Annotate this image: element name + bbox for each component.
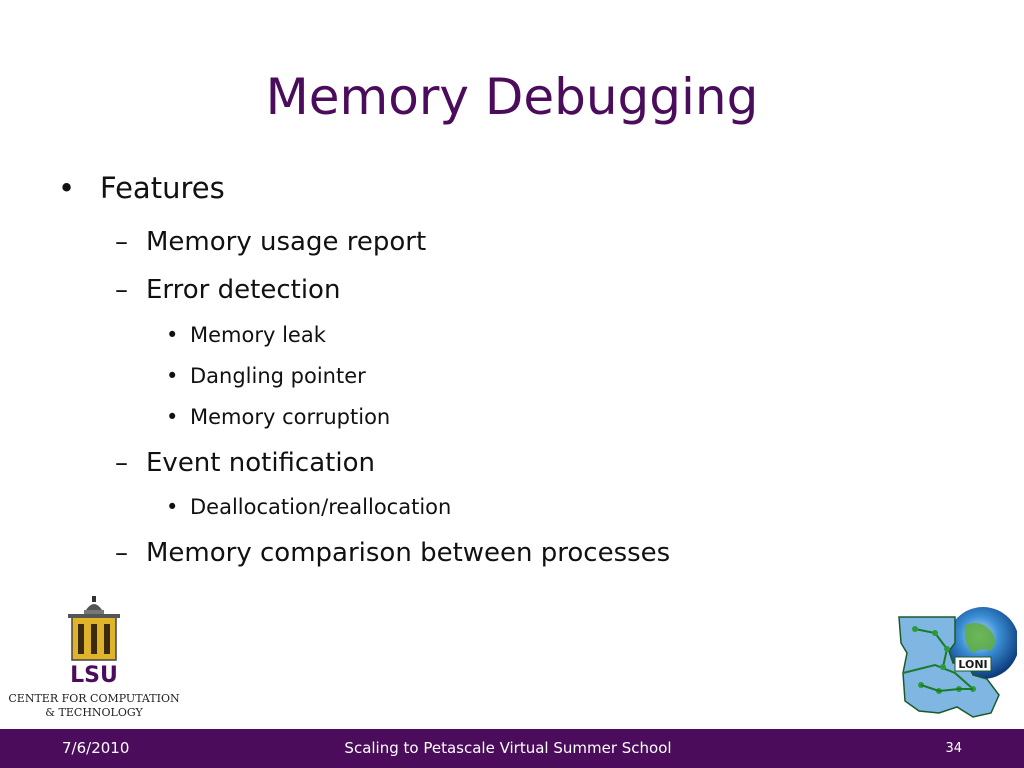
svg-text:LSU: LSU (70, 663, 118, 688)
bullet-dangling-pointer: Dangling pointer (190, 364, 366, 388)
loni-logo: LONI (895, 603, 1019, 723)
dash-marker: – (115, 275, 128, 305)
lsu-cct-line2: & TECHNOLOGY (45, 706, 143, 719)
footer-title: Scaling to Petascale Virtual Summer Scho… (344, 739, 672, 757)
bullet-memory-comparison: Memory comparison between processes (146, 538, 671, 568)
lsu-cct-line1: CENTER FOR COMPUTATION (8, 692, 180, 705)
svg-text:LONI: LONI (958, 658, 987, 671)
dash-marker: – (115, 227, 128, 257)
slide-number: 34 (945, 741, 962, 756)
bullet-marker: • (166, 495, 179, 519)
slide-title: Memory Debugging (265, 68, 759, 126)
bullet-memory-corruption: Memory corruption (190, 405, 391, 429)
slide-content: • Features – Memory usage report – Error… (58, 171, 671, 568)
bullet-marker: • (166, 323, 179, 347)
slide-footer: 7/6/2010 Scaling to Petascale Virtual Su… (0, 729, 1024, 768)
louisiana-network-globe-icon: LONI (895, 603, 1019, 723)
footer-date: 7/6/2010 (62, 739, 130, 757)
lsu-tower-icon: LSU (68, 596, 120, 688)
lsu-cct-logo: LSU CENTER FOR COMPUTATION & TECHNOLOGY (4, 596, 184, 724)
bullet-marker: • (58, 171, 76, 205)
bullet-features: Features (100, 171, 225, 205)
bullet-memory-leak: Memory leak (190, 323, 326, 347)
bullet-error-detection: Error detection (146, 275, 341, 305)
bullet-event-notification: Event notification (146, 448, 375, 478)
dash-marker: – (115, 448, 128, 478)
bullet-deallocation-reallocation: Deallocation/reallocation (190, 495, 452, 519)
bullet-marker: • (166, 405, 179, 429)
dash-marker: – (115, 538, 128, 568)
bullet-memory-usage-report: Memory usage report (146, 227, 427, 257)
bullet-marker: • (166, 364, 179, 388)
